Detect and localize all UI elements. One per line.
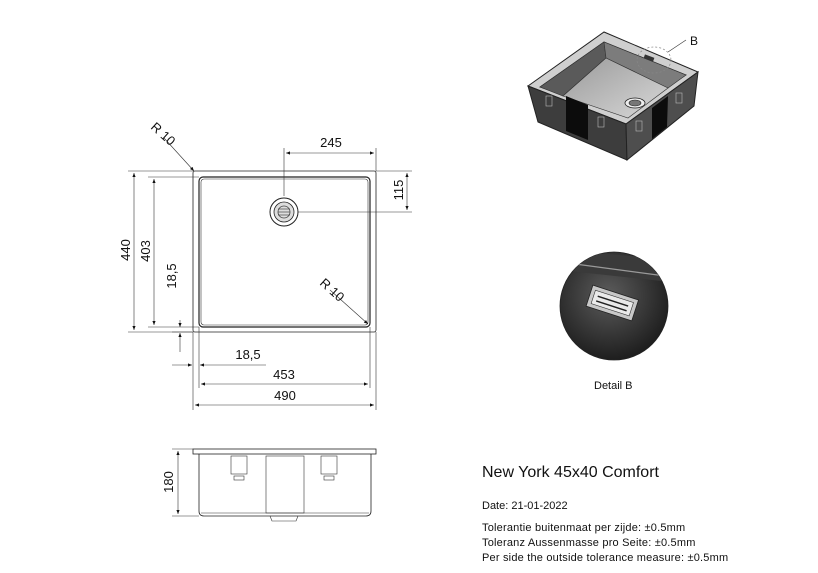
clip-left [230,455,248,475]
dim-453-label: 453 [273,367,295,382]
dim-r10-outer-label: R 10 [148,119,178,149]
front-view: 180 [161,448,377,522]
detail-b-view [559,251,669,361]
dim-440-label: 440 [118,239,133,261]
clip-right [320,455,338,475]
top-view: 245 115 R 10 R 10 440 403 18,5 [118,119,412,410]
detail-b-label: Detail B [594,380,633,392]
detail-b-leader [667,39,687,53]
overflow-slot-icon [585,284,640,322]
inner-basin-edge [200,178,369,326]
dim-490-label: 490 [274,388,296,403]
dim-rim-bottom-label: 18,5 [235,347,260,362]
sink-3d-view: B [526,31,700,162]
leader-r10-inner [329,289,369,325]
dim-115-label: 115 [391,180,406,201]
front-rim [192,448,377,455]
date-text: Date: 21-01-2022 [482,500,568,512]
leader-r10-outer [163,137,195,172]
product-title: New York 45x40 Comfort [482,464,659,481]
front-panel [265,455,305,514]
dim-180-label: 180 [161,471,176,493]
tolerance-de: Toleranz Aussenmasse pro Seite: ±0.5mm [482,537,696,549]
dim-245-label: 245 [320,135,342,150]
detail-b-callout: B [690,34,698,48]
front-basin-outline [198,454,372,517]
tolerance-nl: Tolerantie buitenmaat per zijde: ±0.5mm [482,522,686,534]
front-drain-outlet [269,515,299,522]
dim-r10-inner-label: R 10 [317,275,347,305]
dim-403-label: 403 [138,240,153,262]
tolerance-en: Per side the outside tolerance measure: … [482,552,729,564]
outer-rim-outline [192,170,377,333]
inner-basin-outline [198,176,371,328]
dim-rim-side-label: 18,5 [164,263,179,288]
detail-b-marker [636,46,672,74]
drain-icon [269,197,299,227]
